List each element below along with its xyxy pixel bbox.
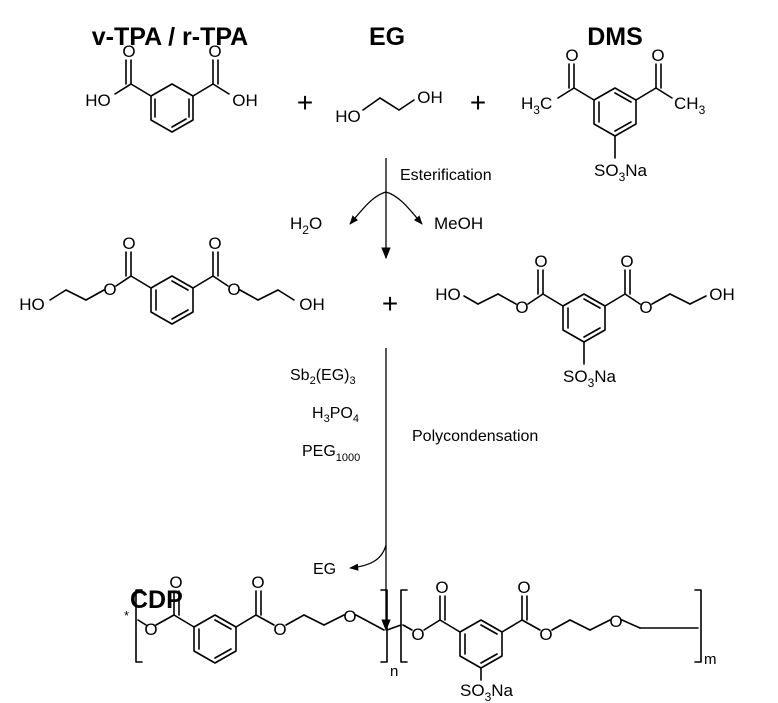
cdp-o-3: O xyxy=(251,573,264,592)
tpa-structure xyxy=(114,59,230,133)
plus-sign-1: + xyxy=(297,87,313,118)
bhet-structure xyxy=(49,251,295,325)
eg-structure xyxy=(362,97,415,111)
bhet-ester-o-right: O xyxy=(227,280,240,299)
dms-methyl-left: H3C xyxy=(521,94,552,117)
cdp-o-2: O xyxy=(169,573,182,592)
eg-label: EG xyxy=(369,23,405,51)
diester-ester-o-left: O xyxy=(515,298,528,317)
eg-release-arrow xyxy=(349,544,387,571)
dms-structure xyxy=(557,63,673,159)
water-release-arrow xyxy=(349,191,387,225)
catalyst-h3po4: H3PO4 xyxy=(312,405,359,425)
bhet-carbonyl-o-right: O xyxy=(208,234,221,253)
tpa-carbonyl-o-right: O xyxy=(208,42,221,61)
eg-ho: HO xyxy=(335,107,361,126)
bhet-ester-o-left: O xyxy=(103,280,116,299)
sulfonated-diester-structure xyxy=(463,269,707,365)
methanol-release-arrow xyxy=(385,191,423,225)
dms-label: DMS xyxy=(587,23,643,51)
bhet-carbonyl-o-left: O xyxy=(122,234,135,253)
dms-methyl-right: CH3 xyxy=(674,94,706,117)
additive-peg: PEG1000 xyxy=(302,443,360,464)
diester-oh: OH xyxy=(709,285,735,304)
tpa-ho: HO xyxy=(85,91,111,110)
dms-carbonyl-o-left: O xyxy=(565,46,578,65)
diester-ester-o-right: O xyxy=(639,298,652,317)
repeat-index-n: n xyxy=(390,663,398,680)
methanol-byproduct: MeOH xyxy=(434,214,483,233)
esterification-label: Esterification xyxy=(400,167,492,184)
diester-sulfonate: SO3Na xyxy=(563,367,617,390)
plus-sign-3: + xyxy=(382,288,398,319)
bhet-oh: OH xyxy=(299,295,325,314)
cdp-o-6: O xyxy=(411,625,424,644)
eg-byproduct: EG xyxy=(313,561,336,578)
cdp-o-5: O xyxy=(343,607,356,626)
plus-sign-2: + xyxy=(470,87,486,118)
tpa-label: v-TPA / r-TPA xyxy=(92,23,248,51)
polycondensation-label: Polycondensation xyxy=(412,428,538,445)
cdp-sulfonate: SO3Na xyxy=(460,681,514,703)
diester-carbonyl-o-left: O xyxy=(534,252,547,271)
cdp-o-10: O xyxy=(609,612,622,631)
catalyst-sb: Sb2(EG)3 xyxy=(290,367,356,387)
cdp-o-4: O xyxy=(273,620,286,639)
polymer-end-star: * xyxy=(124,608,129,623)
dms-sulfonate: SO3Na xyxy=(594,161,648,184)
diester-ho: HO xyxy=(435,285,461,304)
cdp-o-8: O xyxy=(517,578,530,597)
eg-oh: OH xyxy=(417,88,443,107)
tpa-oh: OH xyxy=(232,91,258,110)
water-byproduct: H2O xyxy=(290,214,322,237)
cdp-o-9: O xyxy=(539,625,552,644)
bhet-ho: HO xyxy=(19,295,45,314)
cdp-polymer-structure xyxy=(135,589,702,681)
diester-carbonyl-o-right: O xyxy=(620,252,633,271)
repeat-index-m: m xyxy=(704,651,717,668)
cdp-o-7: O xyxy=(435,578,448,597)
cdp-o-1: O xyxy=(144,620,157,639)
dms-carbonyl-o-right: O xyxy=(651,46,664,65)
tpa-carbonyl-o-left: O xyxy=(122,42,135,61)
